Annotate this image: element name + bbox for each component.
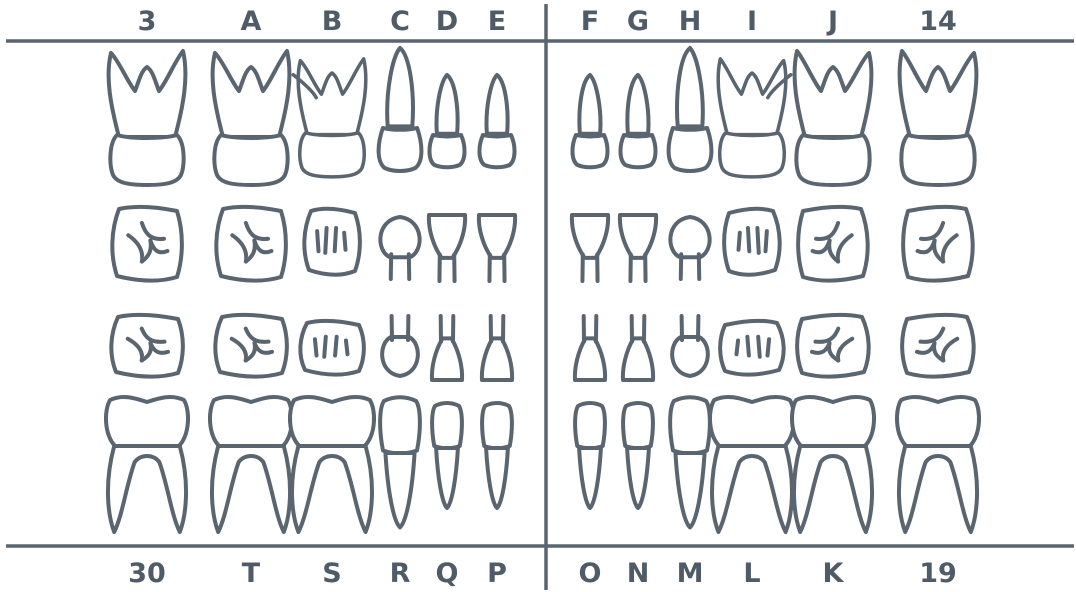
- lower-molar-side: [710, 397, 794, 532]
- lower-molar-occlusal: [902, 315, 974, 377]
- upper-molar-side: [795, 51, 872, 185]
- upper-canine-occlusal: [380, 217, 419, 279]
- upper-incisor-occlusal: [429, 215, 465, 281]
- lower-canine-occlusal: [672, 316, 708, 376]
- upper-molar-occlusal: [798, 207, 868, 281]
- lower-molar-occlusal: [797, 315, 869, 377]
- lower-molar-side: [792, 397, 874, 532]
- lower-molar-side: [290, 397, 374, 532]
- tooth-label-bottom: R: [390, 558, 411, 589]
- lower-canine-occlusal: [382, 316, 418, 376]
- upper-premolar-occlusal: [304, 209, 360, 275]
- tooth-label-top: C: [390, 6, 410, 37]
- tooth-label-bottom: K: [823, 558, 845, 589]
- lower-canine-side: [380, 397, 420, 527]
- tooth-label-top: H: [679, 6, 702, 37]
- upper-incisor-side: [479, 75, 514, 167]
- tooth-label-top: I: [747, 6, 757, 37]
- upper-molar-side: [213, 51, 290, 185]
- tooth-label-top: B: [322, 6, 343, 37]
- tooth-label-bottom: 19: [919, 558, 957, 589]
- upper-canine-side: [379, 48, 422, 171]
- lower-incisor-side: [623, 403, 653, 508]
- lower-incisor-side: [482, 403, 512, 508]
- upper-molar-side: [109, 51, 186, 185]
- tooth-label-bottom: S: [322, 558, 341, 589]
- lower-molar-occlusal: [215, 315, 287, 377]
- lower-incisor-side: [575, 403, 605, 508]
- tooth-label-top: D: [436, 6, 458, 37]
- tooth-label-top: A: [241, 6, 262, 37]
- upper-incisor-occlusal: [572, 215, 608, 281]
- upper-molar-occlusal: [216, 207, 286, 281]
- tooth-label-top: G: [627, 6, 649, 37]
- upper-molar-occlusal: [112, 207, 182, 281]
- lower-canine-side: [670, 397, 710, 527]
- upper-incisor-side: [429, 75, 464, 167]
- tooth-label-bottom: M: [677, 558, 704, 589]
- upper-incisor-occlusal: [620, 215, 656, 281]
- lower-molar-occlusal: [111, 315, 183, 377]
- lower-molar-side: [897, 397, 979, 532]
- lower-incisor-occlusal: [623, 316, 653, 380]
- tooth-label-bottom: N: [627, 558, 650, 589]
- lower-premolar-occlusal: [300, 321, 364, 375]
- upper-molar-side: [718, 59, 791, 177]
- tooth-label-top: E: [488, 6, 506, 37]
- tooth-label-bottom: O: [579, 558, 602, 589]
- lower-molar-side: [106, 397, 188, 532]
- upper-incisor-occlusal: [479, 215, 515, 281]
- lower-incisor-side: [432, 403, 462, 508]
- upper-canine-side: [669, 48, 712, 171]
- tooth-label-top: J: [826, 6, 838, 37]
- lower-incisor-occlusal: [432, 316, 462, 380]
- lower-incisor-occlusal: [575, 316, 605, 380]
- tooth-label-bottom: 30: [128, 558, 166, 589]
- lower-molar-side: [210, 397, 292, 532]
- tooth-label-bottom: T: [242, 558, 261, 589]
- tooth-label-bottom: L: [743, 558, 760, 589]
- tooth-label-top: 3: [138, 6, 157, 37]
- upper-molar-side: [900, 51, 977, 185]
- upper-molar-side: [293, 59, 366, 177]
- upper-premolar-occlusal: [724, 209, 780, 275]
- upper-canine-occlusal: [670, 217, 709, 279]
- tooth-label-top: F: [581, 6, 599, 37]
- tooth-label-bottom: P: [487, 558, 507, 589]
- lower-incisor-occlusal: [482, 316, 512, 380]
- upper-incisor-side: [620, 75, 655, 167]
- tooth-label-bottom: Q: [436, 558, 459, 589]
- tooth-label-top: 14: [919, 6, 957, 37]
- upper-molar-occlusal: [903, 207, 973, 281]
- lower-premolar-occlusal: [720, 321, 784, 375]
- upper-incisor-side: [572, 75, 607, 167]
